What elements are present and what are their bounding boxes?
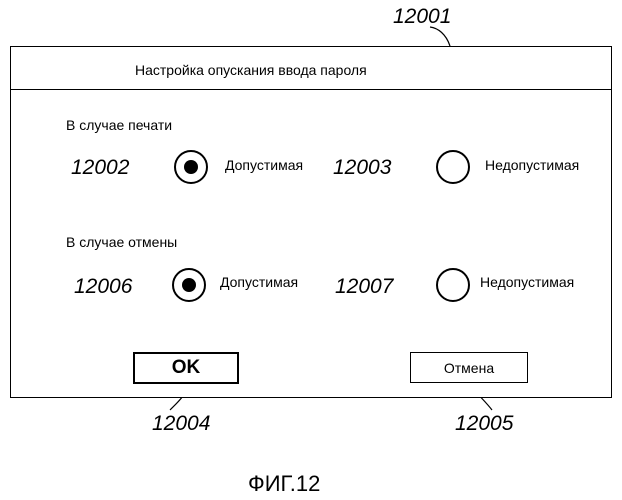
ok-button-label: OK (172, 357, 201, 379)
print-allowed-reference: 12002 (71, 157, 129, 178)
cancel-button[interactable]: Отмена (410, 352, 528, 383)
figure-caption: ФИГ.12 (248, 473, 320, 495)
print-disallowed-radio[interactable] (436, 150, 470, 184)
print-group-label: В случае печати (66, 118, 172, 132)
ok-button[interactable]: OK (133, 352, 239, 384)
print-allowed-label: Допустимая (225, 158, 303, 172)
title-bar-divider (10, 89, 612, 90)
print-allowed-radio[interactable] (174, 150, 208, 184)
dialog-title: Настройка опускания ввода пароля (135, 63, 367, 77)
cancel-disallowed-radio[interactable] (436, 268, 470, 302)
cancel-allowed-label: Допустимая (220, 275, 298, 289)
cancel-button-label: Отмена (444, 360, 494, 376)
print-disallowed-reference: 12003 (333, 157, 391, 178)
cancel-allowed-reference: 12006 (74, 276, 132, 297)
cancel-disallowed-reference: 12007 (335, 276, 393, 297)
cancel-button-reference: 12005 (455, 413, 513, 434)
cancel-disallowed-label: Недопустимая (480, 275, 574, 289)
dialog-window (10, 46, 612, 398)
print-disallowed-label: Недопустимая (485, 158, 579, 172)
cancel-allowed-radio[interactable] (172, 268, 206, 302)
ok-button-reference: 12004 (152, 413, 210, 434)
cancel-group-label: В случае отмены (66, 235, 177, 249)
dialog-reference-number: 12001 (393, 6, 451, 27)
